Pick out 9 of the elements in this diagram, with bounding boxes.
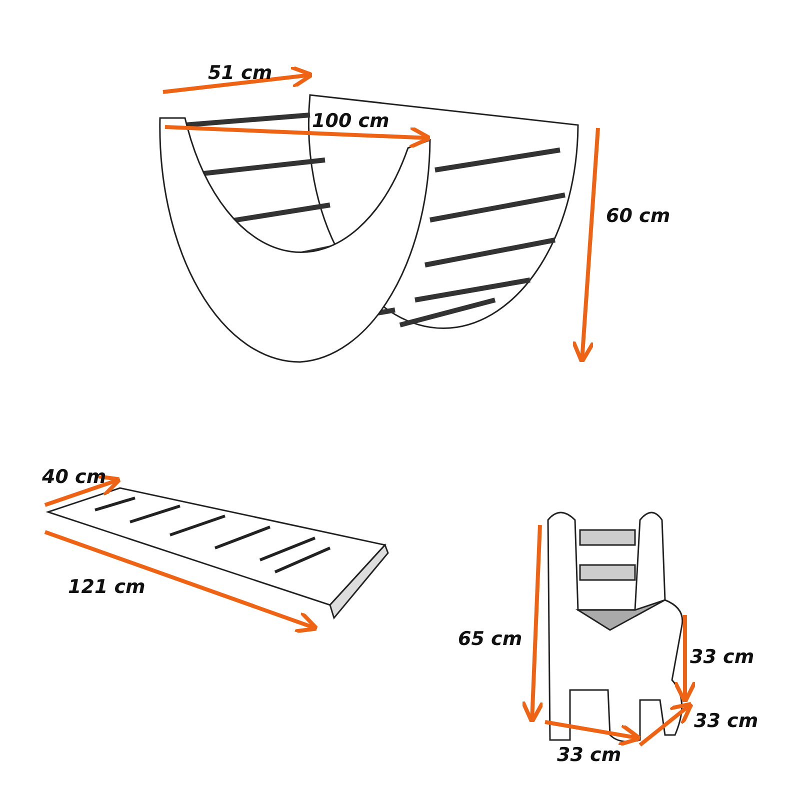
dimension-label: 100 cm (312, 112, 390, 131)
dimension-label: 65 cm (458, 630, 522, 649)
dimension-label: 121 cm (68, 578, 146, 597)
dimension-label: 60 cm (606, 207, 670, 226)
dimension-label: 33 cm (557, 746, 622, 765)
dimension-label: 40 cm (42, 468, 106, 487)
dimension-label: 33 cm (690, 648, 754, 667)
dimension-label: 33 cm (694, 712, 758, 731)
dimension-label: 51 cm (208, 64, 272, 83)
